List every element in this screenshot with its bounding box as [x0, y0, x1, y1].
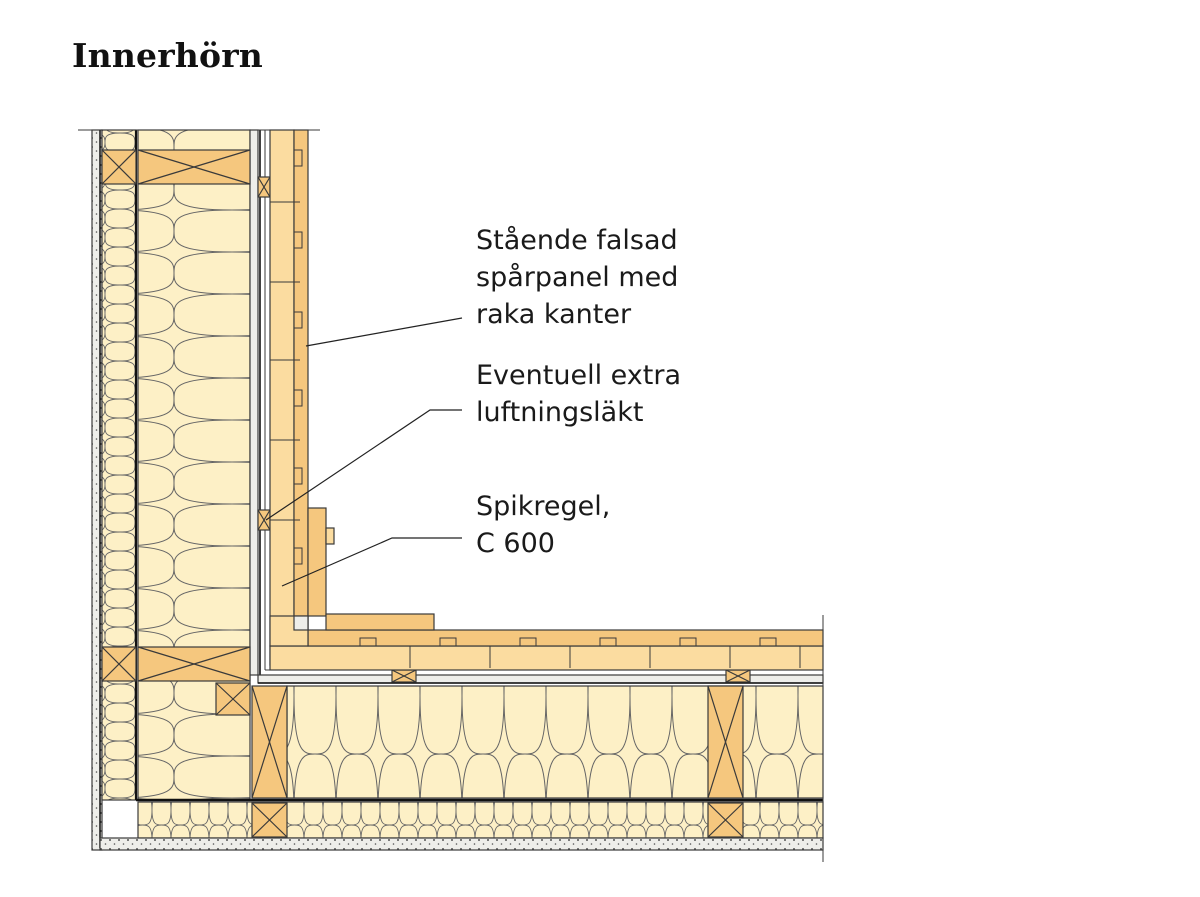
leader-panel	[305, 317, 463, 347]
callout-batten-label: Eventuell extra luftningsläkt	[476, 357, 681, 431]
wall-h-outer-board	[99, 837, 824, 851]
callout-nailer-line-1: Spikregel,	[476, 491, 611, 522]
callout-nailer-line-2: C 600	[476, 528, 555, 559]
cladding-h-front	[307, 629, 824, 647]
callout-panel-line-2: spårpanel med	[476, 262, 679, 293]
wall-v-wind-board	[249, 129, 259, 676]
cladding-h-back	[269, 645, 824, 671]
nailer-h	[325, 613, 435, 631]
callout-panel-line-1: Stående falsad	[476, 225, 678, 256]
callout-panel-line-3: raka kanter	[476, 299, 632, 330]
nailer-v	[307, 507, 327, 617]
callout-panel-label: Stående falsad spårpanel med raka kanter	[476, 222, 678, 333]
leader-nailer	[281, 537, 462, 587]
callout-nailer-label: Spikregel, C 600	[476, 488, 610, 562]
callout-batten-line-2: luftningsläkt	[476, 397, 644, 428]
cladding-v-back	[269, 129, 295, 666]
leader-batten	[265, 409, 462, 521]
wall-v-thin-insulation	[101, 129, 137, 801]
page-title: Innerhörn	[72, 36, 263, 75]
callout-batten-line-1: Eventuell extra	[476, 360, 682, 391]
